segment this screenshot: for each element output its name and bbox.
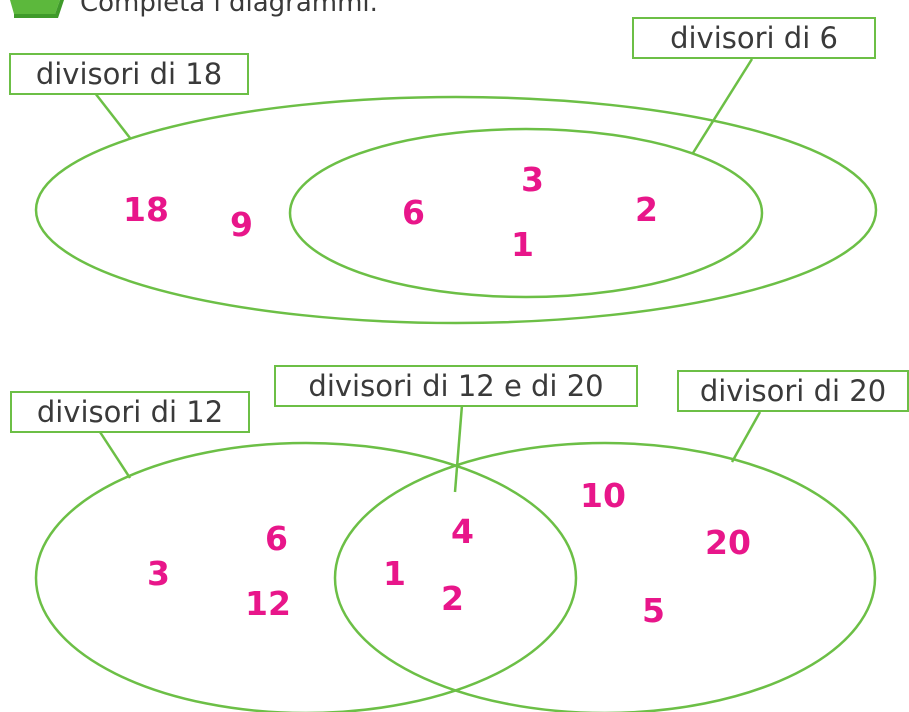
number-intersection-1: 1 <box>383 554 406 593</box>
number-inner-2: 3 <box>521 160 544 199</box>
connector-divisors-6 <box>691 58 754 154</box>
number-intersection-3: 2 <box>441 579 464 618</box>
book-icon <box>10 0 64 18</box>
number-right-2: 20 <box>705 523 751 562</box>
label-divisors-18: divisori di 18 <box>9 53 249 95</box>
set-divisors-20-ellipse <box>333 441 877 712</box>
label-divisors-12: divisori di 12 <box>10 391 250 433</box>
number-intersection-2: 4 <box>451 512 474 551</box>
label-divisors-20: divisori di 20 <box>677 370 909 412</box>
label-divisors-12-and-20: divisori di 12 e di 20 <box>274 365 638 407</box>
set-divisors-18-ellipse <box>34 95 878 325</box>
connector-divisors-12-and-20 <box>453 404 464 493</box>
number-inner-1: 6 <box>402 193 425 232</box>
number-left-1: 3 <box>147 554 170 593</box>
number-outer-1: 18 <box>123 190 169 229</box>
connector-divisors-20 <box>730 411 762 463</box>
set-divisors-6-ellipse <box>288 127 764 299</box>
connector-divisors-18 <box>94 92 131 139</box>
number-inner-3: 1 <box>511 225 534 264</box>
number-right-1: 10 <box>580 476 626 515</box>
number-left-2: 6 <box>265 519 288 558</box>
label-divisors-6: divisori di 6 <box>632 17 876 59</box>
set-divisors-12-ellipse <box>34 441 578 712</box>
instruction-text: Completa i diagrammi. <box>80 0 378 18</box>
number-right-3: 5 <box>642 591 665 630</box>
number-inner-4: 2 <box>635 190 658 229</box>
connector-divisors-12 <box>98 431 132 479</box>
number-outer-2: 9 <box>230 205 253 244</box>
number-left-3: 12 <box>245 584 291 623</box>
